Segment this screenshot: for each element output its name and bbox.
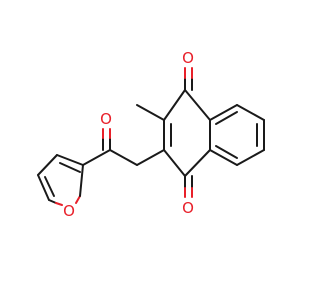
oxygen-atom-bottom: O	[182, 199, 194, 217]
bond-c1-c8a	[184, 89, 211, 121]
bond-c5-c4a	[209, 149, 238, 166]
methyl-bond	[136, 104, 165, 121]
bond-c3-ch2	[136, 149, 165, 166]
bond-c8a-c8	[209, 104, 238, 121]
bond-c1-c2	[163, 89, 186, 121]
furan-c2-c3	[56, 154, 84, 166]
oxygen-atom-furan: O	[63, 202, 75, 220]
bond-c4-c4a	[184, 149, 211, 177]
benzene-ring	[209, 104, 265, 166]
furan-c2-c3-inner	[59, 162, 81, 173]
bottom-carbonyl: O	[182, 175, 194, 217]
bond-c3-c4	[163, 149, 186, 177]
furan-c5-o	[48, 199, 57, 204]
furan-ring: O	[37, 154, 84, 220]
bond-c6-c5	[236, 149, 265, 166]
bond-co-furan	[82, 149, 111, 166]
furan-c5-o-red	[55, 202, 63, 206]
furan-c4-c5	[37, 174, 50, 201]
bond-c5-c4a-inner	[215, 145, 238, 159]
bond-c8-c7	[236, 104, 265, 121]
oxygen-atom-top: O	[182, 49, 194, 67]
bond-ch2-co	[109, 149, 138, 166]
structure-canvas: O O O	[37, 49, 265, 220]
bond-c8a-c8-inner	[215, 111, 238, 125]
oxygen-atom-ketone: O	[100, 110, 112, 128]
furan-o-c2	[79, 164, 84, 197]
furan-o-c2-red	[75, 195, 81, 204]
furan-c4-c5-inner	[44, 176, 55, 197]
ketone-carbonyl: O	[100, 110, 112, 151]
furan-c3-c4	[37, 154, 58, 176]
molecule-diagram: O O O	[37, 49, 265, 220]
top-carbonyl: O	[182, 49, 194, 91]
quinone-ring	[163, 89, 211, 177]
